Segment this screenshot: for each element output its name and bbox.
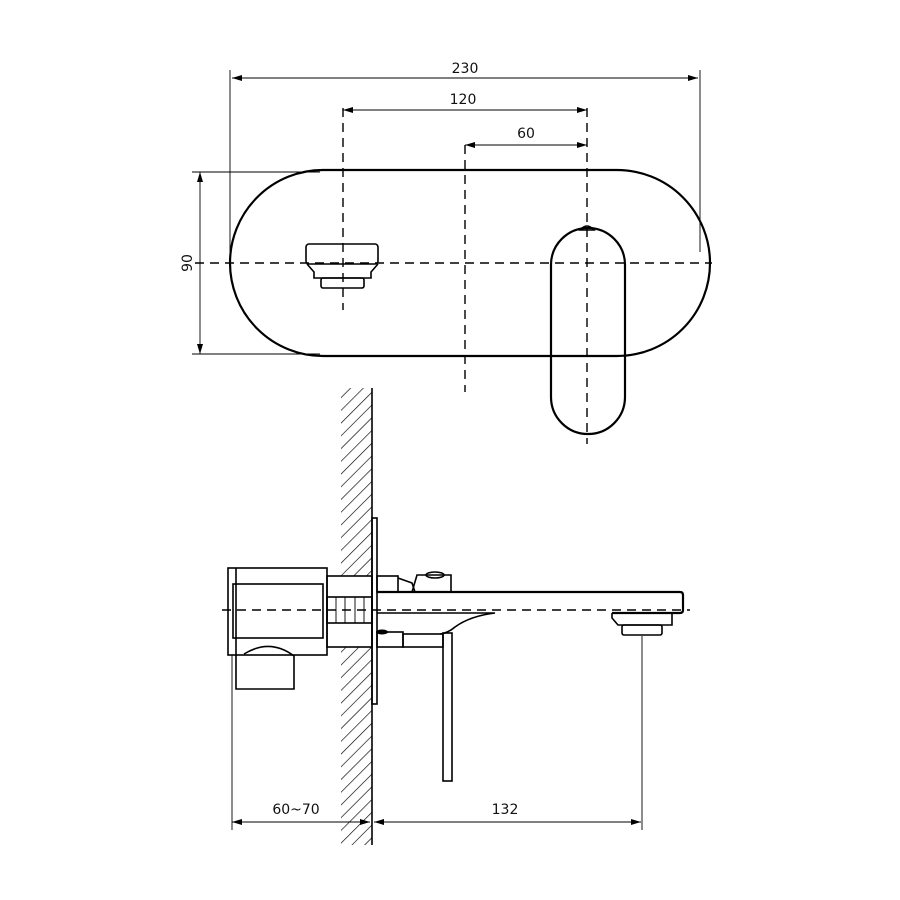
cover-plate-side (371, 517, 378, 705)
concealed-body (227, 567, 328, 690)
dim-wall-depth: 60~70 (272, 802, 319, 818)
wall-hatch (341, 388, 372, 576)
lever-front (549, 225, 627, 436)
lever-side (442, 632, 453, 782)
dim-spout-to-lever: 120 (450, 92, 477, 108)
spout-side (377, 590, 685, 636)
side-view (222, 388, 690, 845)
connector-block (326, 575, 373, 648)
dim-spout-projection: 132 (492, 802, 519, 818)
wall-hatch-lower (341, 647, 372, 845)
dim-overall-width: 230 (452, 61, 479, 77)
mixer-handle-side (376, 571, 453, 782)
spout-front (305, 243, 379, 289)
dim-plate-height: 90 (180, 254, 196, 272)
front-dimensions: 230 120 60 90 (180, 61, 701, 355)
side-dimensions: 60~70 132 (231, 636, 643, 830)
dim-center-to-lever: 60 (517, 126, 535, 142)
front-view (195, 108, 712, 444)
